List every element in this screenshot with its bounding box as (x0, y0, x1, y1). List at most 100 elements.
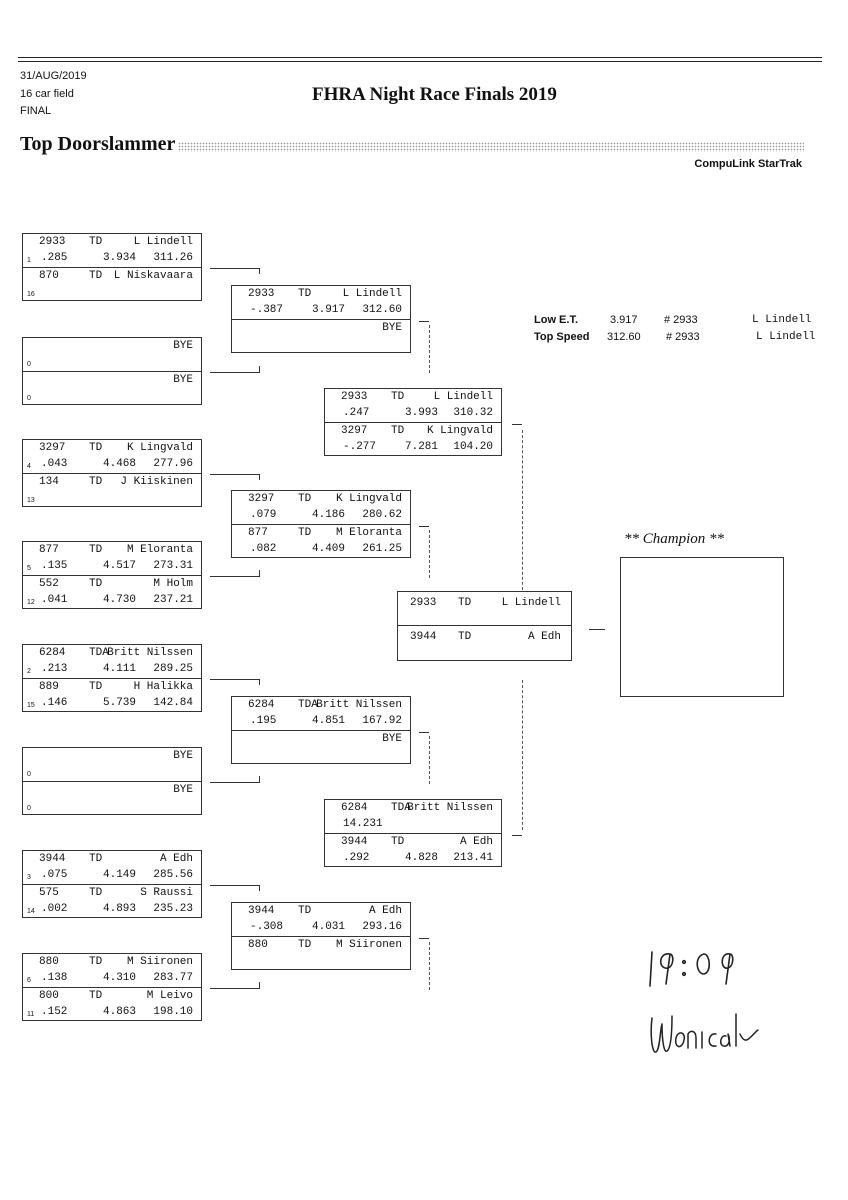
connector (419, 732, 429, 733)
reaction-time: .146 (41, 697, 68, 709)
class-code: TD (89, 476, 103, 488)
car-number: 6284 (248, 699, 275, 711)
car-number: 575 (39, 887, 59, 899)
dashed-connector (522, 680, 523, 830)
class-code: TD (391, 425, 405, 437)
lane-number: 13 (27, 497, 35, 504)
dotted-leader (178, 142, 804, 152)
lane-number: 6 (27, 977, 31, 984)
driver-name: A Edh (527, 631, 561, 643)
lane-number: 15 (27, 702, 35, 709)
speed: 280.62 (362, 509, 402, 521)
driver-name: L Lindell (433, 391, 493, 403)
driver-name: L Lindell (501, 597, 561, 609)
date-text: 31/AUG/2019 (20, 70, 87, 82)
connector (259, 474, 260, 480)
reaction-time: .002 (41, 903, 68, 915)
lane-number: 0 (27, 805, 31, 812)
elapsed-time: 4.409 (312, 543, 346, 555)
car-number: 880 (248, 939, 268, 951)
final-connector (589, 629, 605, 630)
driver-name: M Holm (153, 578, 193, 590)
class-code: TD (89, 578, 103, 590)
speed: 273.31 (153, 560, 193, 572)
elapsed-time: 5.739 (103, 697, 137, 709)
elapsed-time: 4.186 (312, 509, 346, 521)
speed: 261.25 (362, 543, 402, 555)
connector (259, 776, 260, 782)
reaction-time: .041 (41, 594, 68, 606)
elapsed-time: 4.310 (103, 972, 137, 984)
driver-name: L Lindell (342, 288, 402, 300)
low-et-car: # 2933 (664, 314, 698, 326)
car-number: 870 (39, 270, 59, 282)
top-rule-1 (18, 57, 822, 58)
lane-number: 0 (27, 395, 31, 402)
connector (210, 885, 260, 886)
driver-name: BYE (173, 340, 193, 352)
low-et-driver: L Lindell (752, 314, 812, 326)
connector (419, 526, 429, 527)
car-number: 2933 (248, 288, 275, 300)
speed: 167.92 (362, 715, 402, 727)
class-code: TD (89, 681, 103, 693)
elapsed-time: 3.917 (312, 304, 346, 316)
elapsed-time: 4.893 (103, 903, 137, 915)
car-number: 3944 (410, 631, 437, 643)
class-code: TD (391, 391, 405, 403)
connector (259, 885, 260, 891)
class-code: TDA (298, 699, 318, 711)
elapsed-time: 3.934 (103, 252, 137, 264)
connector (210, 474, 260, 475)
driver-name: M Siironen (335, 939, 402, 951)
handwritten-time (649, 951, 734, 987)
low-et-label: Low E.T. (534, 314, 578, 326)
speed: 312.60 (362, 304, 402, 316)
driver-name: A Edh (159, 853, 193, 865)
elapsed-time: 4.517 (103, 560, 137, 572)
driver-name: M Eloranta (335, 527, 402, 539)
lane-number: 11 (27, 1011, 35, 1018)
class-code: TD (89, 990, 103, 1002)
category-title: Top Doorslammer (20, 133, 176, 155)
class-code: TD (89, 544, 103, 556)
car-number: 889 (39, 681, 59, 693)
racer-slot: BYE (232, 320, 410, 354)
dashed-connector (429, 736, 430, 784)
lane-number: 5 (27, 565, 31, 572)
speed: 198.10 (153, 1006, 193, 1018)
champion-box (620, 557, 784, 697)
class-code: TD (89, 442, 103, 454)
driver-name: BYE (173, 784, 193, 796)
connector (259, 570, 260, 576)
driver-name: Britt Nilssen (316, 699, 402, 711)
reaction-time: .152 (41, 1006, 68, 1018)
reaction-time: -.308 (250, 921, 284, 933)
reaction-time: .285 (41, 252, 68, 264)
dashed-connector (429, 325, 430, 373)
lane-number: 12 (27, 599, 35, 606)
class-code: TD (298, 527, 312, 539)
reaction-time: .135 (41, 560, 68, 572)
car-number: 2933 (410, 597, 437, 609)
connector (419, 321, 429, 322)
lane-number: 0 (27, 361, 31, 368)
driver-name: M Leivo (146, 990, 193, 1002)
